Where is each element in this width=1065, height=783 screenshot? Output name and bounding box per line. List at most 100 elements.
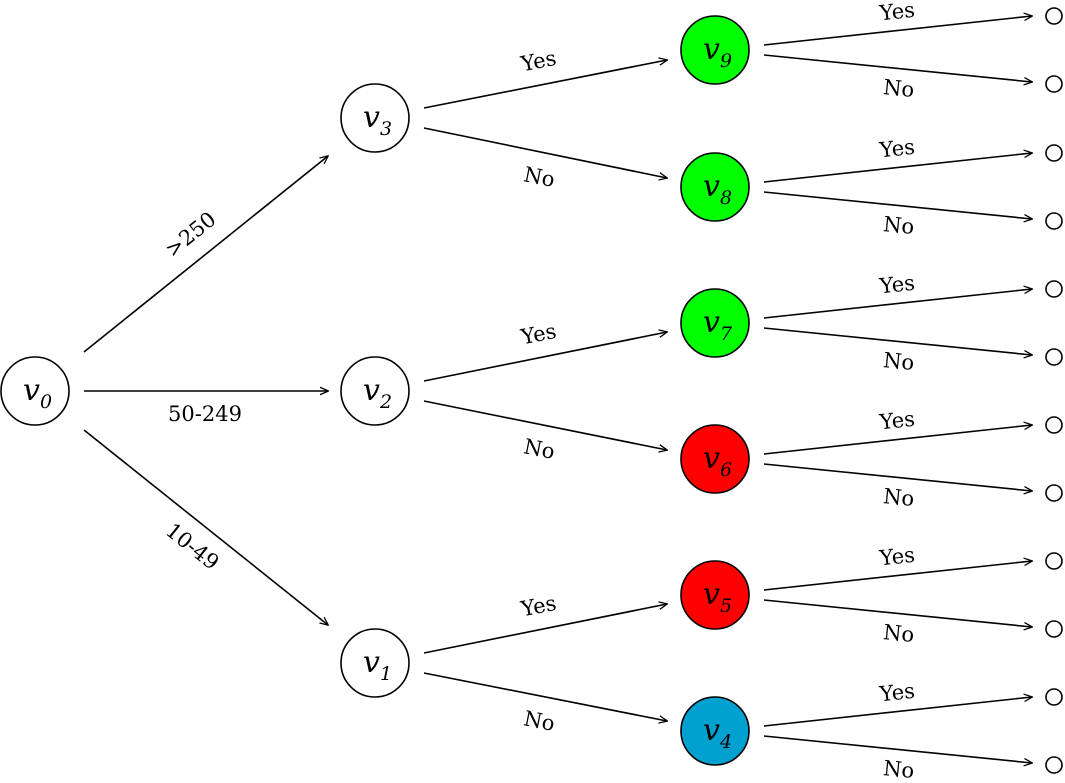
edge-arrow xyxy=(83,429,328,625)
edge-label: Yes xyxy=(877,271,916,299)
leaf-v4-no xyxy=(1045,756,1063,774)
node-label-subscript: 3 xyxy=(380,118,392,140)
edge-arrow xyxy=(83,156,328,353)
leaf-v6-no xyxy=(1045,484,1063,502)
edge-v4-leaf-v4-yes: Yes xyxy=(763,679,1032,727)
node-label: v6 xyxy=(703,441,732,481)
edge-label: No xyxy=(522,434,557,464)
edge-v4-leaf-v4-no: No xyxy=(763,735,1032,783)
edge-label: 10-49 xyxy=(161,518,223,575)
node-label: v0 xyxy=(23,373,52,413)
edge-arrow xyxy=(763,16,1032,46)
node-label: v5 xyxy=(703,577,732,617)
node-label: v2 xyxy=(363,373,392,413)
edge-label: Yes xyxy=(877,679,916,707)
edge-v2-v6: No xyxy=(423,400,667,464)
leaf-v7-no xyxy=(1045,348,1063,366)
edge-v7-leaf-v7-no: No xyxy=(763,327,1032,375)
edge-arrow xyxy=(763,153,1032,183)
node-v5: v5 xyxy=(680,560,750,630)
node-circle xyxy=(0,356,70,426)
edge-label: Yes xyxy=(518,591,558,622)
edge-label: Yes xyxy=(518,319,558,350)
edge-label: No xyxy=(882,75,915,102)
edge-v9-leaf-v9-no: No xyxy=(763,54,1032,102)
node-label-subscript: 1 xyxy=(380,663,392,685)
node-label-base: v xyxy=(363,373,380,408)
edge-arrow xyxy=(423,332,667,382)
node-label-subscript: 5 xyxy=(720,595,732,617)
node-label-subscript: 9 xyxy=(720,50,732,72)
edge-arrow xyxy=(763,561,1032,591)
node-label-subscript: 6 xyxy=(720,459,732,481)
edge-label: No xyxy=(522,706,557,736)
edge-v8-leaf-v8-no: No xyxy=(763,191,1032,239)
node-label: v3 xyxy=(363,100,392,140)
node-label-base: v xyxy=(703,32,720,67)
leaf-v6-yes xyxy=(1045,416,1063,434)
node-v7: v7 xyxy=(680,288,750,358)
edge-v2-v7: Yes xyxy=(423,319,667,382)
edge-arrow xyxy=(423,400,667,450)
node-v3: v3 xyxy=(340,83,410,153)
node-circle xyxy=(340,628,410,698)
node-v6: v6 xyxy=(680,424,750,494)
node-circle xyxy=(680,15,750,85)
node-v2: v2 xyxy=(340,356,410,426)
edge-label: Yes xyxy=(877,543,916,571)
node-label-subscript: 2 xyxy=(379,391,392,413)
leaf-v8-no xyxy=(1045,212,1063,230)
node-v1: v1 xyxy=(340,628,410,698)
node-label-subscript: 0 xyxy=(40,391,52,413)
node-circle xyxy=(680,560,750,630)
node-v0: v0 xyxy=(0,356,70,426)
edge-v8-leaf-v8-yes: Yes xyxy=(763,135,1032,183)
edge-v3-v8: No xyxy=(423,127,667,192)
edge-label: 50-249 xyxy=(168,402,242,426)
edge-v3-v9: Yes xyxy=(423,46,667,109)
node-circle xyxy=(680,696,750,766)
leaf-v8-yes xyxy=(1045,144,1063,162)
edge-arrow xyxy=(423,604,667,654)
edge-arrow xyxy=(763,463,1032,491)
node-v9: v9 xyxy=(680,15,750,85)
leaf-v9-yes xyxy=(1045,7,1063,25)
node-circle xyxy=(340,83,410,153)
edge-arrow xyxy=(423,127,667,178)
edge-label: No xyxy=(522,162,557,192)
edge-arrow xyxy=(763,599,1032,627)
node-label-base: v xyxy=(23,373,40,408)
edge-arrow xyxy=(423,60,667,109)
edge-label: Yes xyxy=(877,407,916,435)
edge-v9-leaf-v9-yes: Yes xyxy=(763,0,1032,46)
edge-v0-v3: >250 xyxy=(83,156,328,353)
node-label-base: v xyxy=(363,100,380,135)
node-circle xyxy=(680,152,750,222)
node-label-base: v xyxy=(703,577,720,612)
edge-arrow xyxy=(763,425,1032,455)
node-label-base: v xyxy=(703,713,720,748)
edge-v7-leaf-v7-yes: Yes xyxy=(763,271,1032,319)
edge-arrow xyxy=(763,289,1032,319)
leaf-v7-yes xyxy=(1045,280,1063,298)
edge-arrow xyxy=(423,672,667,721)
node-label-subscript: 4 xyxy=(719,731,732,753)
node-label: v4 xyxy=(703,713,732,753)
edge-label: No xyxy=(882,620,915,647)
node-label-base: v xyxy=(363,645,380,680)
node-v8: v8 xyxy=(680,152,750,222)
edge-v6-leaf-v6-yes: Yes xyxy=(763,407,1032,455)
edge-arrow xyxy=(763,191,1032,219)
edge-v1-v4: No xyxy=(423,672,667,736)
node-label: v9 xyxy=(703,32,732,72)
leaf-v5-yes xyxy=(1045,552,1063,570)
edge-label: >250 xyxy=(161,207,221,262)
edge-label: No xyxy=(882,212,915,239)
node-label-subscript: 7 xyxy=(720,323,733,345)
edge-arrow xyxy=(763,327,1032,355)
node-v4: v4 xyxy=(680,696,750,766)
edge-label: Yes xyxy=(877,135,916,163)
edge-v0-v1: 10-49 xyxy=(83,429,328,625)
